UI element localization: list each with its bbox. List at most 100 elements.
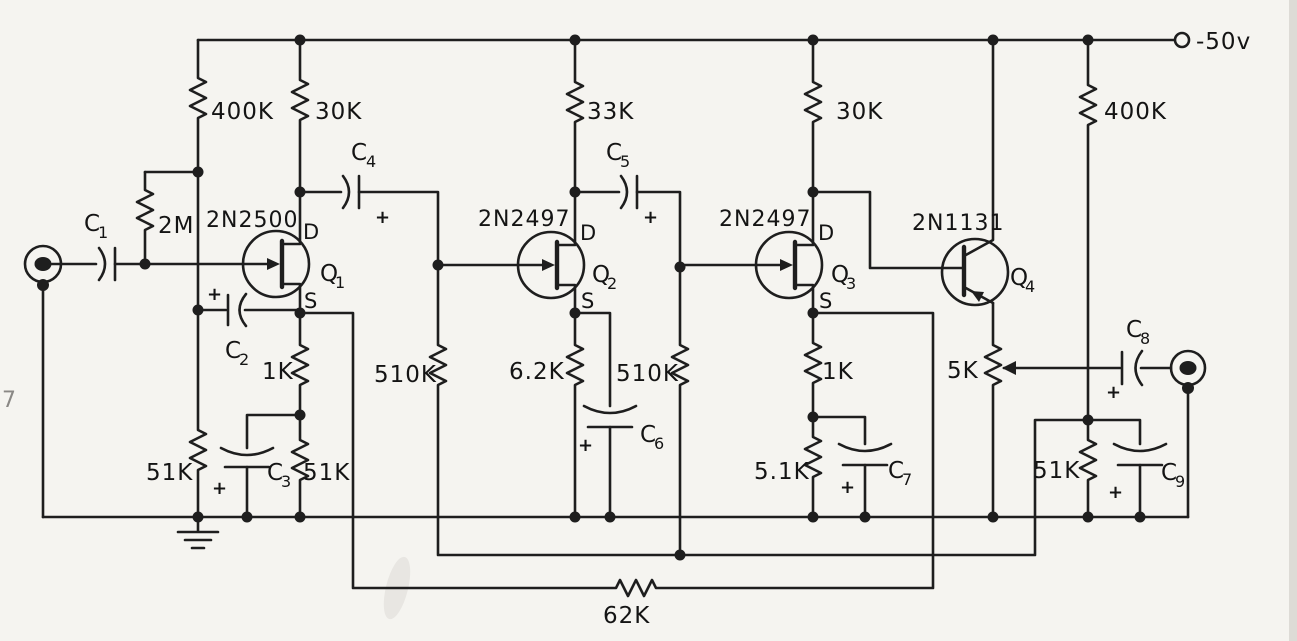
junction-dot — [1082, 34, 1094, 46]
r30k-1-body — [290, 38, 310, 194]
junction-dot — [294, 186, 306, 198]
c5-sub-label: 5 — [620, 152, 630, 171]
junction-dot — [987, 34, 999, 46]
c6-curved-plate — [582, 404, 638, 415]
c7-link-wire — [811, 415, 867, 446]
junction-dot — [674, 261, 686, 273]
r510k-2-value: 510K — [616, 361, 679, 387]
r6-2k-body — [565, 311, 585, 519]
r1k-2-value: 1K — [822, 359, 854, 385]
junction-dot — [294, 307, 306, 319]
q2-part-label: 2N2497 — [478, 207, 570, 232]
r5-1k-value: 5.1K — [754, 459, 810, 485]
resistor-51k-right: 51K — [1033, 418, 1098, 519]
resistor-33k: 33K — [565, 38, 634, 194]
c9-polarity-mark: + — [1108, 482, 1123, 503]
r33k-body — [565, 38, 585, 194]
capacitor-c4: + C 4 — [298, 140, 440, 267]
r2m-value: 2M — [158, 213, 194, 239]
resistor-51k-mid: 51K — [290, 413, 349, 519]
q1-part-label: 2N2500 — [206, 208, 298, 233]
c1-curved-plate — [97, 246, 107, 282]
junction-dot — [432, 259, 444, 271]
r51k-right-body — [1078, 418, 1098, 519]
resistor-30k-2: 30K — [803, 38, 882, 194]
r62k-body-and-wire — [298, 311, 935, 598]
q3-gate-arrow-icon — [780, 259, 793, 271]
r6-2k-value: 6.2K — [509, 359, 565, 385]
transistor-q3: 2N2497 D S Q 3 — [678, 190, 856, 315]
resistor-6-2k: 6.2K — [509, 311, 585, 519]
c4-curved-plate — [341, 174, 351, 210]
c1-sub-label: 1 — [98, 223, 108, 242]
q4-base-wire — [811, 190, 964, 270]
junction-dot — [1082, 511, 1094, 523]
r510k-1-value: 510K — [374, 362, 437, 388]
resistor-62k: 62K — [298, 311, 935, 629]
c8-ref-label: C — [1126, 317, 1143, 343]
scan-edge-shadow — [1289, 0, 1297, 641]
capacitor-c7: + C 7 — [811, 415, 912, 519]
output-jack-tip-icon — [1179, 361, 1197, 375]
supply-voltage-label: -50v — [1196, 29, 1251, 55]
junction-dot — [294, 34, 306, 46]
junction-dots — [139, 34, 1146, 561]
c1-ref-label: C — [84, 211, 101, 237]
r5k-value: 5K — [947, 358, 979, 384]
c7-polarity-mark: + — [840, 477, 855, 498]
resistor-510k-1: 510K — [374, 263, 1090, 557]
q2-body-icon — [516, 230, 586, 300]
r5k-body — [983, 301, 1003, 519]
q1-gate-arrow-icon — [267, 258, 280, 270]
junction-dot — [569, 186, 581, 198]
c8-polarity-mark: + — [1106, 382, 1121, 403]
q4-collector-lead — [962, 38, 995, 258]
r5-1k-body — [803, 415, 823, 519]
c7-sub-label: 7 — [902, 470, 912, 489]
r33k-value: 33K — [587, 99, 634, 125]
q1-drain-lead — [280, 190, 302, 246]
r510k-1-body-and-feedback-wire — [428, 263, 1090, 557]
junction-dot — [569, 34, 581, 46]
c4-polarity-mark: + — [375, 207, 390, 228]
junction-dot — [807, 511, 819, 523]
junction-dot — [192, 511, 204, 523]
r400k-right-body — [1078, 38, 1098, 422]
c3-ref-label: C — [267, 460, 284, 486]
r51k-mid-body — [290, 413, 310, 519]
junction-dot — [807, 34, 819, 46]
q4-emitter-arrow-icon — [971, 291, 984, 302]
c4-sub-label: 4 — [366, 152, 376, 171]
junction-dot — [1082, 414, 1094, 426]
c5-polarity-mark: + — [643, 207, 658, 228]
capacitor-c9: + C 9 — [1086, 418, 1185, 519]
c9-curved-plate — [1112, 442, 1168, 453]
transistor-q1: 2N2500 D S Q 1 — [206, 190, 345, 315]
resistor-30k-1: 30K — [290, 38, 361, 194]
resistor-400k-right: 400K — [1078, 38, 1166, 422]
junction-dot — [569, 307, 581, 319]
r400k-left-value: 400K — [211, 99, 274, 125]
junction-dot — [241, 511, 253, 523]
c5-out-wire — [635, 190, 682, 269]
q1-ref-label: Q — [320, 261, 339, 287]
capacitor-c8: + C 8 — [1106, 317, 1173, 403]
c8-curved-plate — [1134, 349, 1144, 387]
q2-drain-label: D — [580, 221, 596, 245]
c2-polarity-mark: + — [207, 284, 222, 305]
junction-dot — [294, 409, 306, 421]
input-jack-tip-icon — [34, 257, 52, 271]
q3-ref-label: Q — [831, 262, 850, 288]
r1k-1-body — [290, 311, 310, 417]
c3-polarity-mark: + — [212, 478, 227, 499]
r1k-1-value: 1K — [262, 359, 294, 385]
r510k-2-body — [670, 265, 690, 557]
junction-dot — [1134, 511, 1146, 523]
junction-dot — [604, 511, 616, 523]
c9-ref-label: C — [1161, 460, 1178, 486]
r51k-right-value: 51K — [1033, 458, 1080, 484]
c7-ref-label: C — [888, 458, 905, 484]
junction-dot — [192, 166, 204, 178]
